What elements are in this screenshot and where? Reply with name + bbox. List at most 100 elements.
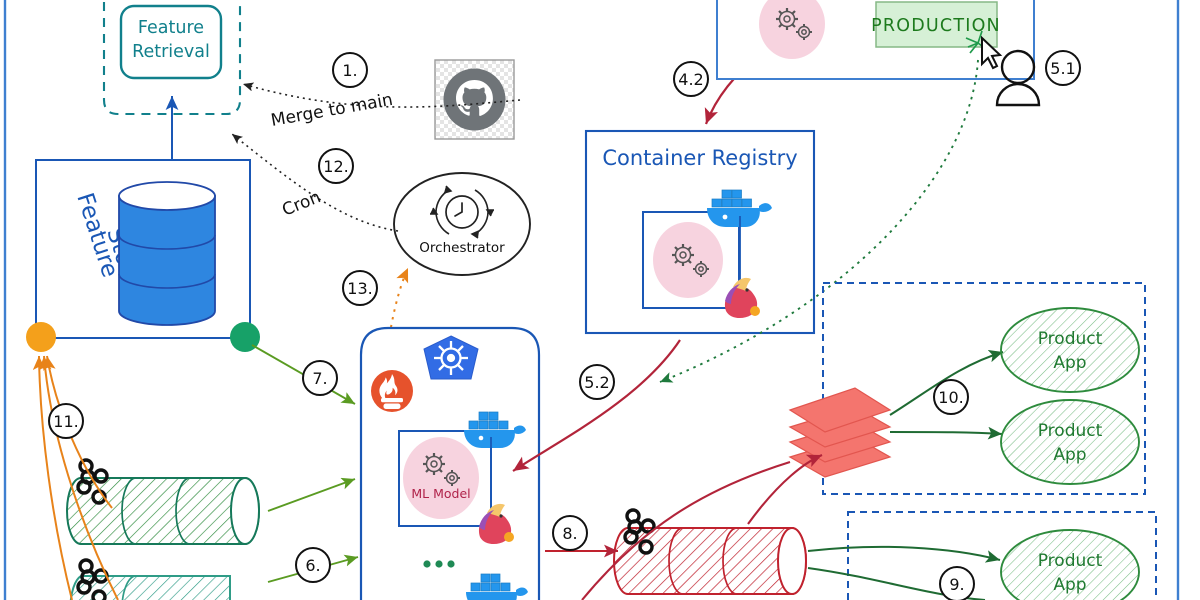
step-marker-label: 12. bbox=[323, 157, 348, 176]
step-marker-13: 13. bbox=[342, 270, 378, 306]
mlflow-bird-icon bbox=[478, 503, 514, 545]
feature-store-ingest-port-orange[interactable] bbox=[26, 322, 56, 352]
step-marker-circle bbox=[939, 566, 975, 600]
step-marker-5.1: 5.1 bbox=[1045, 50, 1081, 86]
step-marker-circle bbox=[295, 547, 331, 583]
green-topic-cylinder[interactable] bbox=[66, 477, 260, 545]
step-marker-4.2: 4.2 bbox=[673, 61, 709, 97]
product-app-1[interactable] bbox=[1000, 307, 1140, 393]
product-app-3-label-line2: App bbox=[1053, 575, 1086, 595]
step-marker-circle bbox=[933, 379, 969, 415]
product-app-2-label-line2: App bbox=[1053, 445, 1086, 465]
step-marker-label: 13. bbox=[347, 279, 372, 298]
product-app-1-label-line2: App bbox=[1053, 353, 1086, 373]
product-app-3-label-line1: Product bbox=[1038, 551, 1103, 571]
github-icon[interactable] bbox=[434, 59, 515, 140]
prometheus-flame-icon bbox=[371, 370, 413, 412]
step-marker-1: 1. bbox=[332, 52, 368, 88]
step-marker-8: 8. bbox=[552, 515, 588, 551]
step-marker-label: 9. bbox=[949, 575, 964, 594]
step-marker-5.2: 5.2 bbox=[579, 364, 615, 400]
production-model-pink-circle bbox=[759, 0, 825, 59]
kubernetes-helm-icon bbox=[423, 335, 479, 380]
step-marker-label: 1. bbox=[342, 61, 357, 80]
feature-retrieval-box[interactable] bbox=[119, 4, 223, 80]
step-marker-circle bbox=[342, 270, 378, 306]
container-registry-group: Container Registry bbox=[584, 129, 816, 335]
arrow-topic-to-layers bbox=[747, 454, 823, 525]
orchestrator-clock-icon bbox=[430, 185, 494, 239]
step-marker-circle bbox=[332, 52, 368, 88]
production-button[interactable] bbox=[875, 1, 998, 48]
arrow-6-stream-to-cluster bbox=[267, 477, 356, 512]
container-registry-label: Container Registry bbox=[602, 146, 797, 170]
step-marker-7: 7. bbox=[302, 360, 338, 396]
arrow-lower-to-layers bbox=[581, 460, 791, 600]
step-marker-label: 6. bbox=[305, 556, 320, 575]
arrow-11-feedback-a bbox=[32, 355, 73, 600]
red-topic-cylinder[interactable] bbox=[613, 527, 807, 595]
step-marker-label: 5.1 bbox=[1050, 59, 1075, 78]
step-marker-label: 8. bbox=[562, 524, 577, 543]
product-app-1-label-line1: Product bbox=[1038, 329, 1103, 349]
arrow-10-serve-app2 bbox=[889, 426, 1003, 440]
teal-topic-cylinder-partial[interactable] bbox=[69, 575, 231, 600]
step-marker-10: 10. bbox=[933, 379, 969, 415]
ml-model-label: ML Model bbox=[411, 486, 470, 501]
ml-model-pink-circle bbox=[403, 437, 479, 519]
step-marker-circle bbox=[318, 148, 354, 184]
production-panel-group: PRODUCTION bbox=[716, 0, 1041, 107]
product-app-2[interactable] bbox=[1000, 399, 1140, 485]
product-app-2-label-line1: Product bbox=[1038, 421, 1103, 441]
feature-retrieval-dashed-container bbox=[102, 0, 242, 116]
step-marker-circle bbox=[1045, 50, 1081, 86]
serving-layer-group: Product App Product App bbox=[788, 282, 1146, 495]
step-marker-label: 4.2 bbox=[678, 70, 703, 89]
green-stream-topic-group bbox=[66, 458, 260, 545]
serving-zone-box bbox=[822, 282, 1146, 495]
ellipsis-dots-icon bbox=[423, 560, 455, 568]
feature-retrieval-group: Feature Retrieval bbox=[102, 0, 242, 116]
docker-whale-icon bbox=[464, 411, 526, 448]
step-marker-label: 5.2 bbox=[584, 373, 609, 392]
step-marker-label: 11. bbox=[53, 412, 78, 431]
step-marker-11: 11. bbox=[48, 403, 84, 439]
mlflow-bird-icon-registry bbox=[724, 277, 760, 319]
step-marker-9: 9. bbox=[939, 566, 975, 600]
user-avatar-icon bbox=[995, 49, 1041, 107]
edge-label-merge-to-main: Merge to main bbox=[269, 90, 394, 131]
feature-store-group: Feature Store bbox=[26, 159, 260, 352]
serving-zone-box-lower bbox=[847, 511, 1157, 600]
docker-whale-icon-registry bbox=[707, 189, 772, 227]
step-marker-circle bbox=[302, 360, 338, 396]
step-marker-layer: 1. 12. 13. 7. 11. 6. 8. 4.2 5.2 5.1 10. 9. bbox=[48, 50, 1081, 600]
step-marker-circle bbox=[552, 515, 588, 551]
step-marker-circle bbox=[48, 403, 84, 439]
edge-label-cron: Cron bbox=[279, 187, 323, 220]
step-marker-label: 10. bbox=[938, 388, 963, 407]
step-marker-6: 6. bbox=[295, 547, 331, 583]
step-marker-circle bbox=[673, 61, 709, 97]
kubernetes-cluster-group: ML Model bbox=[359, 326, 541, 600]
orchestrator-group[interactable]: Orchestrator bbox=[393, 172, 531, 276]
arrow-5.2-registry-to-cluster bbox=[512, 339, 681, 472]
feature-store-database-cylinder bbox=[118, 181, 216, 326]
red-stream-topic-group bbox=[613, 508, 807, 595]
orchestrator-label: Orchestrator bbox=[419, 240, 505, 256]
feature-retrieval-label-line2: Retrieval bbox=[132, 42, 210, 62]
arrow-9-stream-to-app3 bbox=[807, 545, 1001, 563]
mouse-cursor-icon[interactable] bbox=[981, 35, 1003, 70]
feature-retrieval-label-line1: Feature bbox=[138, 18, 204, 38]
orchestrator-ellipse[interactable] bbox=[393, 172, 531, 276]
product-app-3[interactable] bbox=[1000, 529, 1140, 600]
arrow-merge-to-main bbox=[242, 82, 521, 108]
production-button-label: PRODUCTION bbox=[871, 16, 1001, 36]
kafka-node-icon-red bbox=[623, 508, 656, 555]
arrow-10-serve-app1 bbox=[889, 349, 1004, 416]
gears-icon-production bbox=[776, 8, 812, 40]
step-marker-circle bbox=[579, 364, 615, 400]
serving-layer-lower-group: Product App bbox=[807, 511, 1157, 600]
gears-icon-registry bbox=[672, 244, 709, 277]
